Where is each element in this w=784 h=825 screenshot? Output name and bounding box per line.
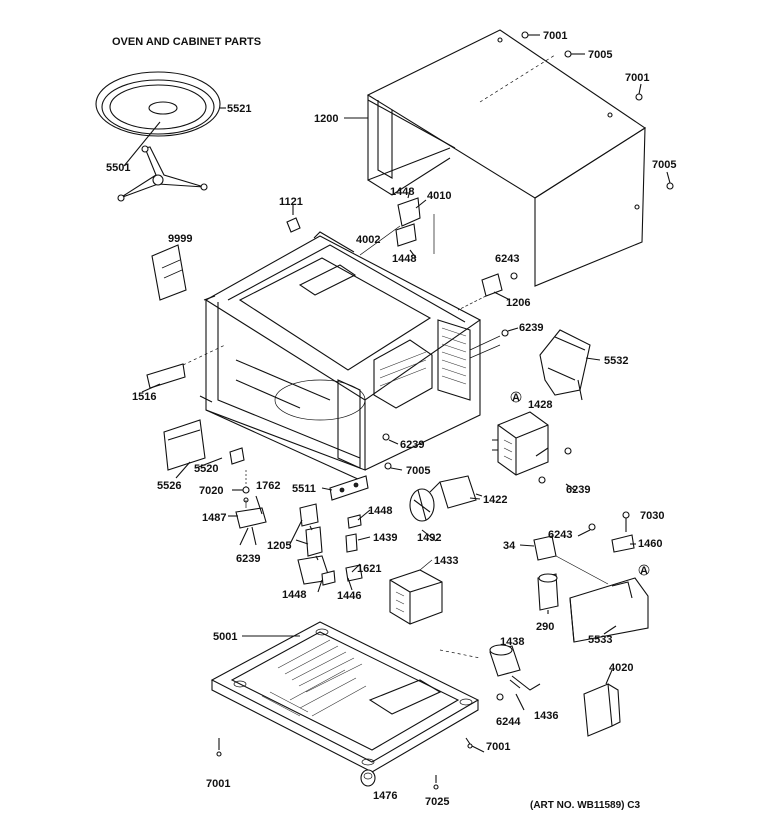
label-7005-right: 7005 bbox=[652, 159, 676, 171]
label-290: 290 bbox=[536, 621, 554, 633]
label-7001-base-right: 7001 bbox=[486, 741, 510, 753]
base-plate-drawing bbox=[210, 621, 480, 773]
label-1433: 1433 bbox=[434, 555, 458, 567]
art-number: (ART NO. WB11589) C3 bbox=[530, 800, 640, 811]
label-6239-mid: 6239 bbox=[400, 439, 424, 451]
cover-1516-drawing bbox=[146, 344, 226, 389]
label-5520: 5520 bbox=[194, 463, 218, 475]
label-6239-right: 6239 bbox=[566, 484, 590, 496]
high-voltage-group-drawing bbox=[533, 511, 650, 643]
label-1487: 1487 bbox=[202, 512, 226, 524]
bottom-fasteners bbox=[216, 737, 473, 790]
fan-motor-drawing bbox=[409, 475, 483, 522]
label-1446: 1446 bbox=[337, 590, 361, 602]
marker-a-magnetron: A bbox=[512, 392, 520, 404]
diagram-title: OVEN AND CABINET PARTS bbox=[112, 36, 261, 48]
label-1492: 1492 bbox=[417, 532, 441, 544]
screws-6239-right bbox=[469, 327, 519, 359]
label-1436: 1436 bbox=[534, 710, 558, 722]
label-7030: 7030 bbox=[640, 510, 664, 522]
part-labels: 7001 7005 7001 1200 5521 7005 5501 1448 … bbox=[106, 30, 676, 808]
label-1121: 1121 bbox=[279, 196, 303, 208]
label-5001: 5001 bbox=[213, 631, 237, 643]
label-5511: 5511 bbox=[292, 483, 316, 495]
door-switch-assembly-drawing bbox=[297, 503, 363, 586]
label-1621: 1621 bbox=[357, 563, 381, 575]
literature-bag-drawing bbox=[151, 244, 187, 301]
label-1439: 1439 bbox=[373, 532, 397, 544]
label-4002: 4002 bbox=[356, 234, 380, 246]
label-7001-right: 7001 bbox=[625, 72, 649, 84]
label-1422: 1422 bbox=[483, 494, 507, 506]
label-6243-lower: 6243 bbox=[548, 529, 572, 541]
lamp-group-drawing bbox=[229, 447, 267, 546]
label-6239-lower: 6239 bbox=[236, 553, 260, 565]
bracket-4020-drawing bbox=[583, 683, 621, 737]
label-9999: 9999 bbox=[168, 233, 192, 245]
marker-a-bracket: A bbox=[640, 565, 648, 577]
switch-1206-drawing bbox=[457, 272, 518, 311]
label-6239-top: 6239 bbox=[519, 322, 543, 334]
label-5533: 5533 bbox=[588, 634, 612, 646]
label-1200: 1200 bbox=[314, 113, 338, 125]
label-5521: 5521 bbox=[227, 103, 251, 115]
transformer-drawing bbox=[389, 559, 443, 625]
label-1448-bottom: 1448 bbox=[282, 589, 306, 601]
thermostat-group-drawing bbox=[359, 189, 435, 256]
label-1448-lower: 1448 bbox=[368, 505, 392, 517]
label-1438: 1438 bbox=[500, 636, 524, 648]
label-1206: 1206 bbox=[506, 297, 530, 309]
label-7005-top: 7005 bbox=[588, 49, 612, 61]
screws-middle bbox=[382, 433, 403, 471]
label-7001-top: 7001 bbox=[543, 30, 567, 42]
label-4010: 4010 bbox=[427, 190, 451, 202]
label-1476: 1476 bbox=[373, 790, 397, 802]
magnetron-drawing bbox=[492, 391, 572, 484]
label-1460: 1460 bbox=[638, 538, 662, 550]
label-7020: 7020 bbox=[199, 485, 223, 497]
label-1205: 1205 bbox=[267, 540, 291, 552]
clip-1121-drawing bbox=[286, 205, 301, 233]
cavity-vent-hatch bbox=[379, 327, 467, 387]
label-6244: 6244 bbox=[496, 716, 521, 728]
label-7025: 7025 bbox=[425, 796, 449, 808]
label-1428: 1428 bbox=[528, 399, 552, 411]
capacitor-drawing bbox=[439, 644, 541, 701]
label-1448-top: 1448 bbox=[390, 186, 414, 198]
interlock-5511-drawing bbox=[329, 475, 369, 501]
turntable-tray-drawing bbox=[95, 71, 226, 137]
cover-5526-drawing bbox=[163, 419, 206, 471]
label-4020: 4020 bbox=[609, 662, 633, 674]
oven-cavity-drawing bbox=[199, 231, 482, 481]
label-6243-top: 6243 bbox=[495, 253, 519, 265]
label-7001-base-left: 7001 bbox=[206, 778, 230, 790]
label-1448-mid: 1448 bbox=[392, 253, 416, 265]
label-34: 34 bbox=[503, 540, 516, 552]
label-1516: 1516 bbox=[132, 391, 156, 403]
leader-lines bbox=[123, 117, 636, 753]
label-5501: 5501 bbox=[106, 162, 130, 174]
label-1762: 1762 bbox=[256, 480, 280, 492]
duct-5532-drawing bbox=[539, 329, 591, 401]
roller-support-drawing bbox=[117, 145, 208, 202]
label-5526: 5526 bbox=[157, 480, 181, 492]
label-7005-mid: 7005 bbox=[406, 465, 430, 477]
cabinet-screws bbox=[521, 31, 674, 190]
outer-cabinet-drawing bbox=[366, 29, 647, 287]
label-5532: 5532 bbox=[604, 355, 628, 367]
